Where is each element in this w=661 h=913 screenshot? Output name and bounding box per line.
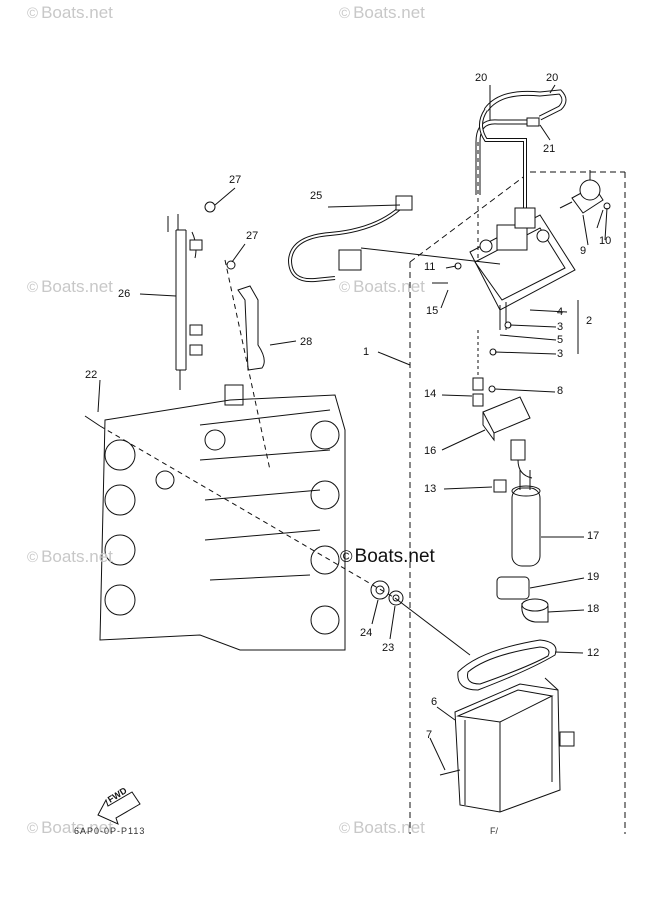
watermark: ©Boats.net: [339, 3, 425, 22]
joint-21: [526, 117, 540, 127]
callout-27: 27: [246, 230, 259, 242]
callout-15: 15: [426, 305, 439, 317]
fwd-arrow: [97, 791, 141, 825]
callout-23: 23: [382, 642, 395, 654]
diagram-code: 6AP0-0P-P113: [74, 826, 146, 836]
callout-21: 21: [543, 143, 556, 155]
callout-10: 10: [599, 235, 612, 247]
watermark: ©Boats.net: [339, 277, 425, 296]
callout-27: 27: [229, 174, 242, 186]
callout-25: 25: [310, 190, 323, 202]
callout-2: 2: [586, 315, 593, 327]
float-chamber-6: [454, 683, 561, 813]
engine-block: [99, 384, 346, 651]
part-19: [496, 576, 530, 600]
watermark: ©Boats.net: [27, 277, 113, 296]
bracket-28: [237, 285, 265, 371]
callout-4: 4: [557, 306, 564, 318]
callout-16: 16: [424, 445, 437, 457]
grommet-24: [370, 580, 390, 600]
callout-9: 9: [580, 245, 587, 257]
callout-7: 7: [426, 729, 433, 741]
center-watermark: ©Boats.net: [340, 546, 435, 567]
callout-24: 24: [360, 627, 373, 639]
callout-20: 20: [475, 72, 488, 84]
callout-1: 1: [363, 346, 370, 358]
fuel-pump-17: [511, 487, 541, 567]
watermark: ©Boats.net: [27, 547, 113, 566]
callout-17: 17: [587, 530, 600, 542]
callout-28: 28: [300, 336, 313, 348]
callout-22: 22: [85, 369, 98, 381]
watermark: ©Boats.net: [27, 818, 113, 837]
gasket-12: [457, 639, 557, 691]
callout-5: 5: [557, 334, 564, 346]
callout-18: 18: [587, 603, 600, 615]
callout-13: 13: [424, 483, 437, 495]
watermark: ©Boats.net: [27, 3, 113, 22]
callout-14: 14: [424, 388, 437, 400]
watermark: ©Boats.net: [339, 818, 425, 837]
pump-bracket-16: [482, 396, 531, 434]
assembly-frame-top: [409, 171, 531, 263]
callout-6: 6: [431, 696, 438, 708]
callout-26: 26: [118, 288, 131, 300]
fuel-rail-26: [175, 230, 187, 370]
callout-20: 20: [546, 72, 559, 84]
callout-12: 12: [587, 647, 600, 659]
callout-11: 11: [424, 261, 436, 273]
corner-mark: F/: [490, 826, 498, 836]
callout-19: 19: [587, 571, 600, 583]
callout-3: 3: [557, 321, 564, 333]
hose-20-right: [483, 89, 567, 121]
callout-3: 3: [557, 348, 564, 360]
callout-8: 8: [557, 385, 564, 397]
